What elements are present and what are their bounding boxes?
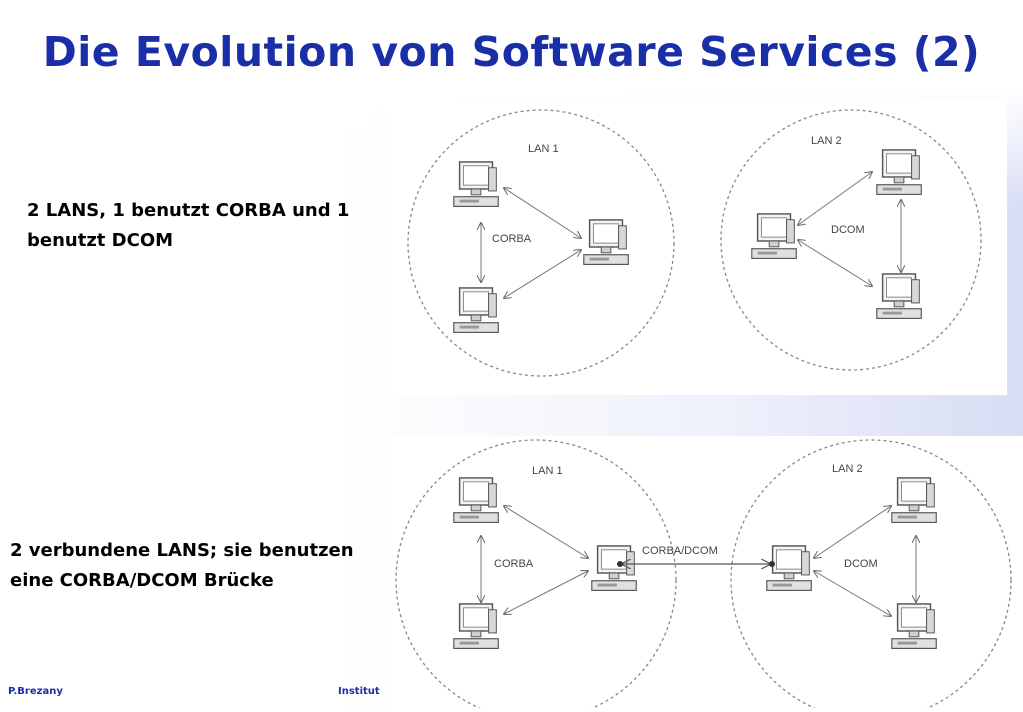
computer-icon: [453, 477, 499, 524]
diagram-bridged-lans-svg: LAN 1 LAN 2 CORBA DCOM CORBA/DCOM: [395, 439, 1012, 712]
computer-icon: [891, 603, 937, 650]
computer-icon: [453, 161, 499, 208]
connection-arrow: [814, 506, 891, 558]
lan2-protocol-label: DCOM: [844, 558, 878, 570]
bridge-computer-icon: [766, 545, 812, 592]
connection-arrow: [504, 506, 588, 558]
diagram-bridged-lans: LAN 1 LAN 2 CORBA DCOM CORBA/DCOM: [386, 436, 1023, 712]
bridge-port: [617, 561, 623, 567]
diagram-two-lans: LAN 1 LAN 2 CORBA DCOM: [386, 100, 1007, 395]
bridge-port: [769, 561, 775, 567]
lan1-circle: [395, 439, 677, 712]
lan1-protocol-label: CORBA: [494, 558, 534, 570]
connection-arrow: [504, 571, 588, 614]
lan1-label: LAN 1: [528, 143, 559, 155]
lan2-circle: [730, 439, 1012, 712]
computer-icon: [751, 213, 797, 260]
description-bottom: 2 verbundene LANS; sie benutzen eine COR…: [10, 540, 354, 591]
slide-title: Die Evolution von Software Services (2): [42, 28, 981, 76]
bridge-label: CORBA/DCOM: [642, 545, 718, 557]
footer-author: P.Brezany: [8, 686, 63, 697]
lan1-label: LAN 1: [532, 465, 563, 477]
computer-icon: [891, 477, 937, 524]
lan2-label: LAN 2: [832, 463, 863, 475]
computer-icon: [876, 149, 922, 196]
lan1-circle: [407, 109, 675, 377]
description-top: 2 LANS, 1 benutzt CORBA und 1 benutzt DC…: [27, 200, 350, 251]
connection-arrow: [814, 571, 891, 616]
connection-arrow: [798, 240, 872, 286]
lan1-protocol-label: CORBA: [492, 233, 532, 245]
lan2-protocol-label: DCOM: [831, 224, 865, 236]
lan2-circle: [720, 109, 982, 371]
lan2-label: LAN 2: [811, 135, 842, 147]
connection-arrow: [504, 188, 581, 238]
computer-icon: [583, 219, 629, 266]
computer-icon: [876, 273, 922, 320]
diagram-two-lans-svg: LAN 1 LAN 2 CORBA DCOM: [407, 109, 982, 377]
bridge-computer-icon: [591, 545, 637, 592]
connection-arrow: [504, 250, 581, 298]
connection-arrow: [798, 172, 872, 225]
footer-institute: Institut: [338, 686, 380, 697]
computer-icon: [453, 603, 499, 650]
computer-icon: [453, 287, 499, 334]
